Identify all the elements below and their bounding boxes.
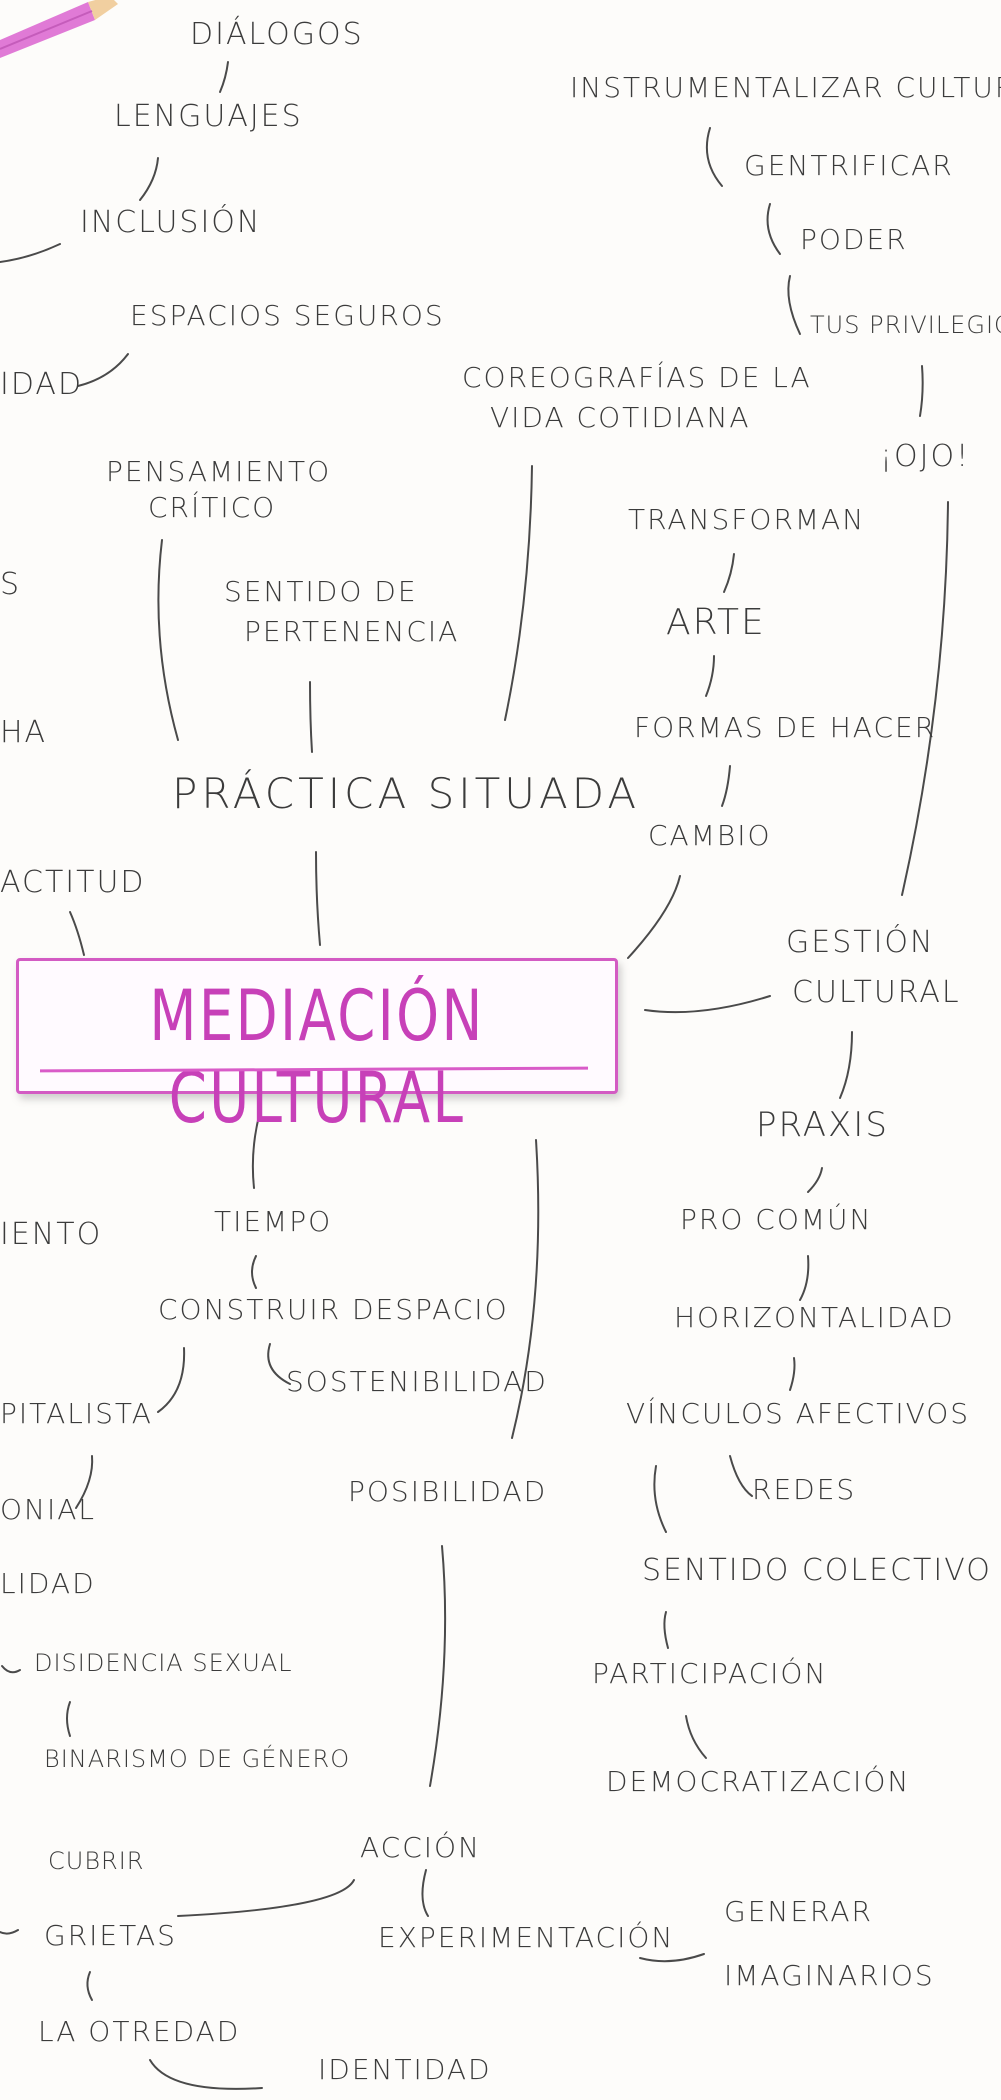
node-sentido-colectivo: SENTIDO COLECTIVO (642, 1553, 992, 1588)
node-la-otredad: LA OTREDAD (38, 2015, 241, 2048)
connector-line (705, 127, 723, 187)
node-poder: PODER (800, 223, 908, 256)
node-vida-cotidiana: VIDA COTIDIANA (490, 401, 751, 434)
connector-line (219, 61, 229, 93)
node-espacios-seguros: ESPACIOS SEGUROS (130, 299, 445, 332)
node-arte: ARTE (666, 602, 766, 643)
connector-line (901, 501, 949, 896)
connector-line (86, 1971, 93, 2001)
connector-line (0, 243, 61, 263)
node-transforman: TRANSFORMAN (628, 503, 866, 536)
node-binarismo-de-genero: BINARISMO DE GÉNERO (44, 1745, 351, 1773)
connector-line (177, 1879, 355, 1917)
connector-line (139, 157, 159, 201)
node-tus-privilegios: TUS PRIVILEGIOS (810, 311, 1001, 339)
connector-line (685, 1715, 707, 1759)
node-pro-comun: PRO COMÚN (680, 1203, 873, 1236)
connector-line (309, 681, 313, 753)
connector-line (766, 203, 781, 255)
connector-line (157, 1347, 186, 1413)
node-disidencia-sexual: DISIDENCIA SEXUAL (34, 1649, 293, 1677)
node-posibilidad: POSIBILIDAD (348, 1475, 548, 1508)
node-horizontalidad: HORIZONTALIDAD (674, 1301, 955, 1334)
node-gestion: GESTIÓN (786, 925, 935, 960)
node-ojo: ¡OJO! (880, 439, 971, 474)
node-pensamiento: PENSAMIENTO (106, 455, 332, 488)
connector-line (157, 539, 179, 741)
connector-line (723, 553, 735, 593)
node-identidad: IDENTIDAD (318, 2053, 492, 2086)
connector-line (315, 851, 321, 946)
node-ha-partial: HA (0, 715, 48, 750)
connector-line (663, 1611, 669, 1649)
node-lidad-partial: LIDAD (0, 1567, 96, 1600)
node-pertenencia: PERTENENCIA (244, 615, 460, 648)
connector-line (639, 1953, 705, 1963)
node-cubrir: CUBRIR (48, 1847, 145, 1875)
node-instrumentalizar-cultura: INSTRUMENTALIZAR CULTURA (570, 71, 1001, 104)
connector-line (789, 1357, 796, 1391)
node-idad-partial: IDAD (0, 367, 84, 402)
node-accion: ACCIÓN (360, 1831, 482, 1864)
node-lenguajes: LENGUAJES (114, 99, 303, 134)
connector-line (77, 353, 129, 387)
connector-line (504, 465, 533, 721)
connector-line (653, 1465, 667, 1533)
node-sostenibilidad: SOSTENIBILIDAD (286, 1365, 548, 1398)
connector-line (0, 1929, 19, 1935)
central-node-title: MEDIACIÓN CULTURAL (149, 975, 485, 1139)
connector-line (729, 1455, 753, 1497)
connector-line (644, 995, 771, 1014)
central-node-box (16, 958, 618, 1094)
node-generar: GENERAR (724, 1895, 873, 1928)
node-vinculos-afectivos: VÍNCULOS AFECTIVOS (626, 1397, 971, 1430)
node-dialogos: DIÁLOGOS (190, 17, 364, 52)
connector-line (429, 1545, 447, 1787)
connector-line (721, 765, 731, 807)
pencil-icon (0, 0, 118, 58)
connector-line (66, 1701, 71, 1737)
node-s-partial: S (0, 567, 22, 602)
node-cambio: CAMBIO (648, 819, 772, 852)
connector-line (149, 2059, 263, 2090)
connector-line (1, 1665, 21, 1674)
connector-line (627, 875, 681, 959)
node-redes: REDES (752, 1473, 857, 1506)
node-cultural: CULTURAL (792, 975, 961, 1010)
connector-line (807, 1167, 823, 1193)
connector-line (787, 275, 801, 335)
node-inclusion: INCLUSIÓN (80, 205, 262, 240)
node-democratizacion: DEMOCRATIZACIÓN (606, 1765, 911, 1798)
node-onial-partial: ONIAL (0, 1493, 96, 1526)
node-critico: CRÍTICO (148, 491, 277, 524)
node-iento-partial: IENTO (0, 1217, 103, 1252)
connector-line (839, 1031, 853, 1099)
node-formas-de-hacer: FORMAS DE HACER (634, 711, 937, 744)
node-tiempo: TIEMPO (214, 1205, 333, 1238)
connector-line (799, 1255, 810, 1301)
connector-line (705, 655, 715, 697)
node-grietas: GRIETAS (44, 1919, 177, 1952)
node-praxis: PRAXIS (756, 1105, 889, 1145)
node-sentido-de: SENTIDO DE (224, 575, 418, 608)
connector-line (251, 1111, 261, 1189)
node-construir-despacio: CONSTRUIR DESPACIO (158, 1293, 509, 1326)
node-experimentacion: EXPERIMENTACIÓN (378, 1921, 675, 1954)
connector-line (267, 1343, 291, 1385)
node-pitalista-partial: PITALISTA (0, 1397, 153, 1430)
connector-line (75, 1455, 94, 1509)
connector-line (69, 911, 85, 956)
node-practica-situada: PRÁCTICA SITUADA (172, 769, 641, 818)
node-coreografias: COREOGRAFÍAS DE LA (462, 361, 812, 394)
connector-line (421, 1869, 429, 1917)
connector-line (511, 1139, 540, 1439)
node-gentrificar: GENTRIFICAR (744, 149, 954, 182)
node-participacion: PARTICIPACIÓN (592, 1657, 828, 1690)
node-actitud-partial: ACTITUD (0, 865, 146, 900)
connector-line (919, 365, 924, 417)
connector-line (251, 1255, 257, 1289)
node-imaginarios: IMAGINARIOS (724, 1959, 935, 1992)
